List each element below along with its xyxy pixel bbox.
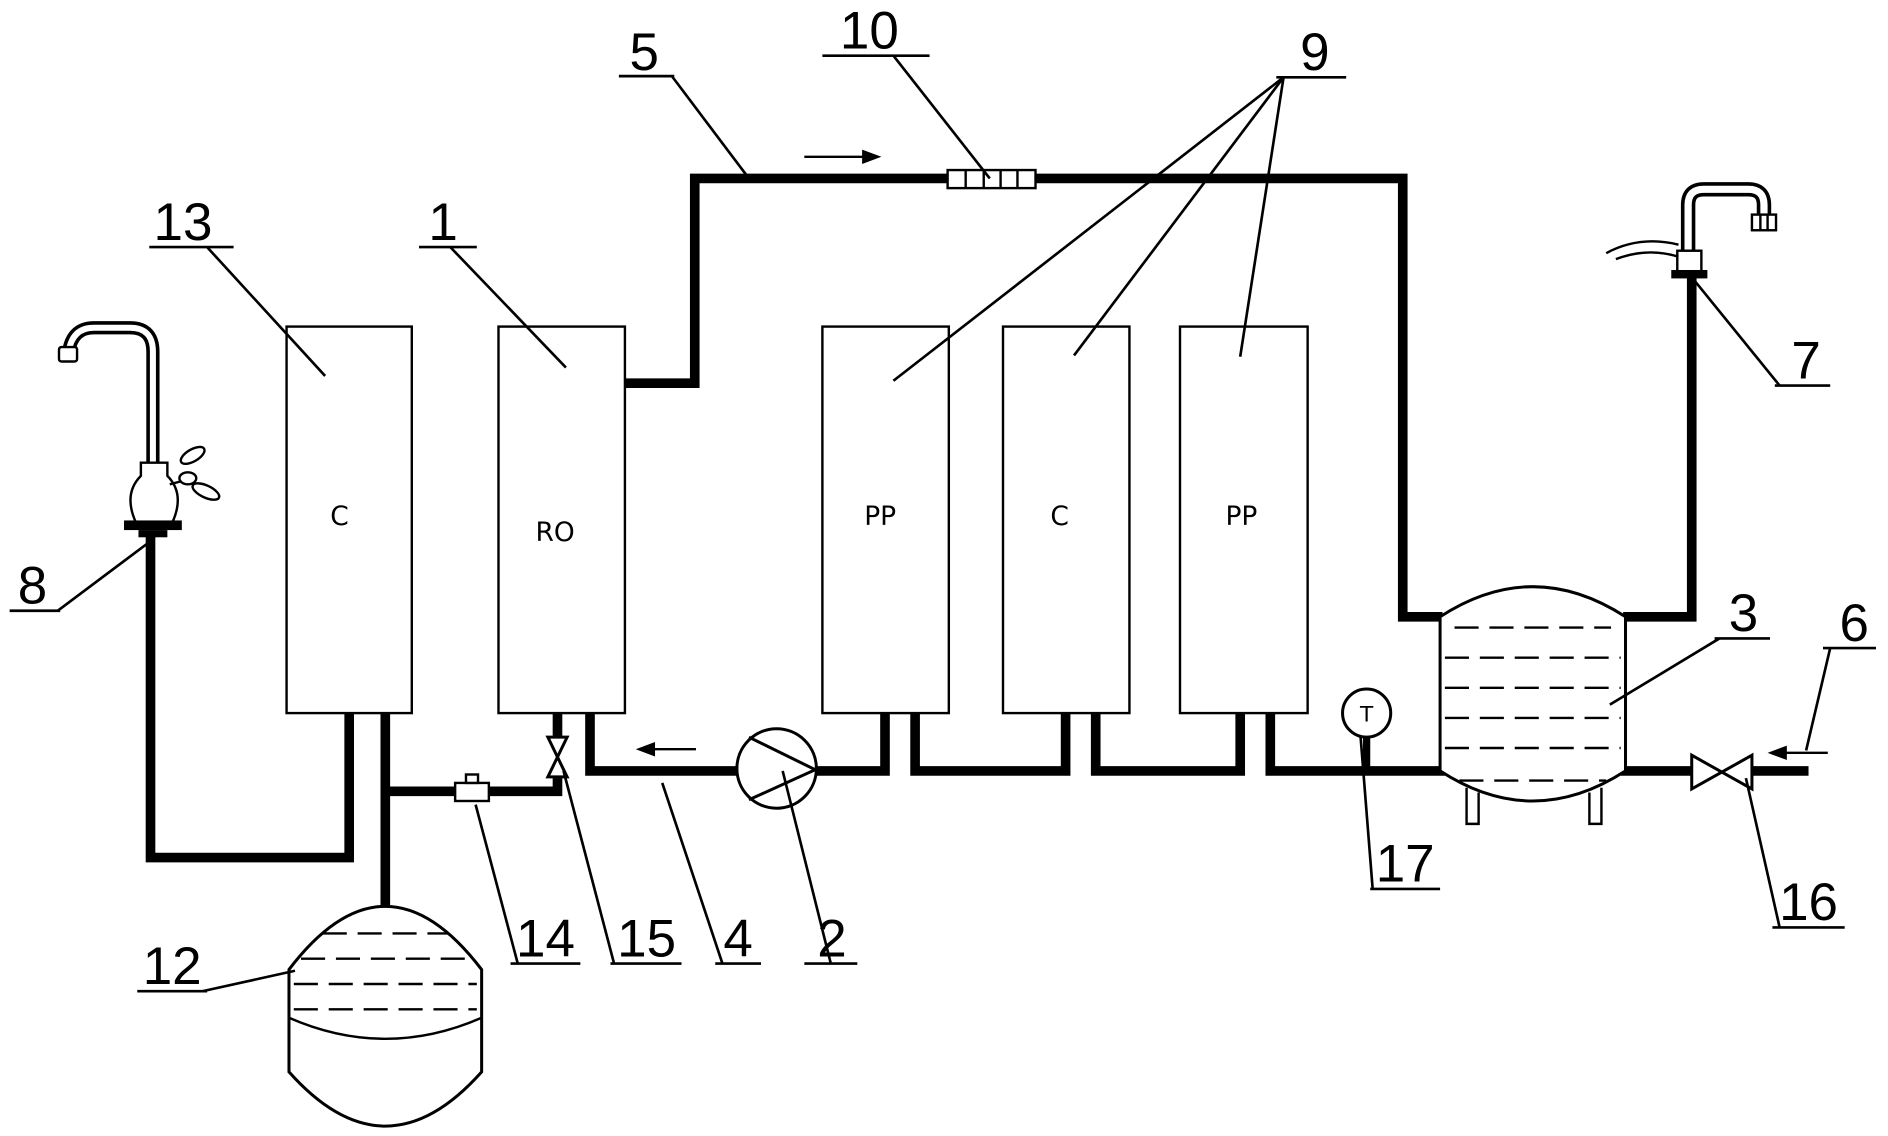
callout-ro-filter: 1 — [419, 193, 567, 369]
callout-check-valve: 14 — [474, 804, 581, 968]
feed-pipe — [585, 713, 890, 776]
callout-inlet: 6 — [1804, 594, 1876, 751]
pipe-carbon-to-pp — [1090, 713, 1246, 776]
callout-5: 5 — [629, 23, 658, 82]
callout-6: 6 — [1840, 594, 1869, 653]
filter-post-carbon-label: C — [330, 501, 348, 532]
right-faucet — [1605, 182, 1778, 279]
flow-restrictor — [946, 168, 1037, 190]
filter-carbon: C — [1001, 325, 1131, 715]
callout-temperature-sensor: 17 — [1359, 737, 1441, 894]
callout-4: 4 — [723, 909, 752, 968]
flow-arrow-feed — [635, 741, 696, 757]
callout-10: 10 — [840, 1, 899, 60]
callout-left-faucet: 8 — [9, 537, 155, 616]
callout-right-faucet: 7 — [1690, 276, 1831, 390]
callout-valve: 15 — [562, 770, 682, 968]
callout-return-pipe: 5 — [618, 23, 750, 180]
pipe-pp-to-tank — [1265, 713, 1445, 776]
filter-carbon-label: C — [1050, 501, 1068, 532]
callout-pressure-tank: 12 — [137, 937, 296, 996]
filter-pp-second: PP — [1178, 325, 1309, 715]
filter-ro: RO — [497, 325, 627, 715]
inlet-valve-symbol — [1690, 752, 1754, 792]
tank-to-faucet-pipe — [1623, 277, 1697, 622]
filter-post-carbon: C — [285, 325, 413, 715]
faucet-supply-pipe — [145, 536, 354, 863]
pump-symbol — [735, 727, 819, 810]
callout-13: 13 — [154, 193, 213, 252]
pipe-pp-to-carbon — [910, 713, 1071, 776]
temperature-gauge: T — [1341, 687, 1393, 739]
filter-pp-first-label: PP — [864, 501, 896, 532]
valve-symbol — [545, 735, 570, 779]
check-valve — [453, 773, 491, 803]
left-faucet — [57, 321, 221, 538]
callout-2: 2 — [817, 909, 846, 968]
callout-raw-tank: 3 — [1609, 584, 1770, 706]
ro-product-pipe — [385, 713, 563, 797]
flow-arrow-return — [804, 149, 882, 165]
callout-14: 14 — [516, 909, 575, 968]
callout-8: 8 — [18, 557, 47, 616]
temperature-gauge-label: T — [1359, 703, 1374, 728]
callout-3: 3 — [1729, 584, 1758, 643]
tank-leg-left — [1465, 787, 1480, 826]
callout-7: 7 — [1791, 331, 1820, 390]
callout-17: 17 — [1376, 835, 1435, 894]
callout-pre-filters: 9 — [892, 23, 1347, 382]
filter-ro-label: RO — [535, 517, 574, 548]
flow-arrow-inlet — [1767, 745, 1828, 761]
callout-pump: 2 — [781, 770, 858, 968]
pressure-tank — [287, 905, 484, 1128]
callout-1: 1 — [428, 193, 457, 252]
return-pipe — [624, 173, 1443, 622]
callout-flow-restrictor: 10 — [822, 1, 991, 180]
callout-12: 12 — [143, 937, 202, 996]
raw-water-tank — [1438, 585, 1628, 826]
tank-leg-right — [1588, 787, 1603, 826]
callout-9: 9 — [1300, 23, 1329, 82]
callout-feed-pipe: 4 — [660, 782, 761, 968]
filter-pp-second-label: PP — [1225, 501, 1257, 532]
callout-inlet-valve: 16 — [1744, 777, 1845, 932]
callout-16: 16 — [1779, 873, 1838, 932]
filter-pp-first: PP — [821, 325, 951, 715]
callout-post-filter: 13 — [149, 193, 327, 377]
callout-15: 15 — [617, 909, 676, 968]
